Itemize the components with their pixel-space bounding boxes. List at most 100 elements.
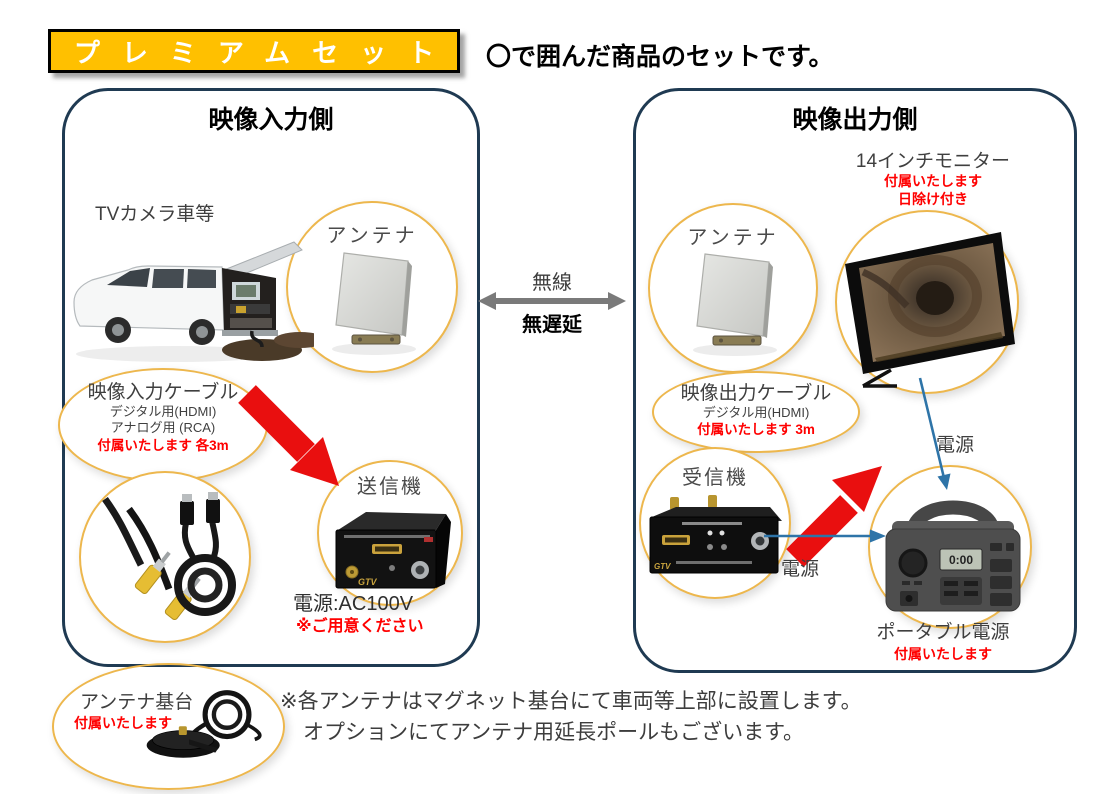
input-cable-included: 付属いたします 各3m bbox=[97, 437, 229, 453]
banner-title: プレミアムセット bbox=[73, 37, 457, 68]
van-bumper bbox=[222, 330, 278, 336]
transmitter-top bbox=[338, 512, 446, 530]
receiver-btn-1 bbox=[707, 544, 713, 550]
hdmi-lead-1 bbox=[181, 522, 198, 563]
power-usb-1 bbox=[944, 581, 958, 586]
antenna-bolt-4 bbox=[751, 338, 755, 343]
antenna-base-image bbox=[146, 690, 262, 758]
receiver-topline bbox=[682, 522, 742, 525]
input-cable-digital: デジタル用(HDMI) bbox=[109, 404, 217, 419]
van-window-1 bbox=[152, 269, 184, 288]
power-lcd-value: 0:00 bbox=[949, 553, 973, 567]
antenna-shadow-2 bbox=[693, 344, 777, 356]
cables-circle bbox=[79, 471, 251, 643]
input-cable-analog: アナログ用 (RCA) bbox=[110, 420, 216, 436]
van-windshield bbox=[107, 268, 150, 287]
transmitter-image: GTV bbox=[335, 512, 451, 589]
hdmi-coil-outer bbox=[174, 554, 236, 616]
output-cable-digital: デジタル用(HDMI) bbox=[702, 405, 810, 420]
transmitter-power-label: 電源:AC100V bbox=[293, 593, 414, 615]
antenna-mount bbox=[351, 334, 401, 345]
power-ac-outlet-2 bbox=[990, 576, 1012, 589]
receiver-front bbox=[649, 516, 779, 574]
footnote-line1: ※各アンテナはマグネット基台にて車両等上部に設置します。 bbox=[280, 690, 862, 713]
monitor-circle bbox=[835, 210, 1019, 394]
antenna-panel-edge bbox=[402, 261, 412, 337]
monitor-power-label: 電源 bbox=[936, 435, 975, 456]
antenna-mount-2 bbox=[712, 335, 762, 346]
receiver-led-1 bbox=[707, 530, 713, 536]
power-dc-out bbox=[898, 548, 928, 578]
hdmi-coil-inner bbox=[187, 567, 223, 603]
power-usb-3 bbox=[944, 591, 958, 596]
base-cable-coil-outer bbox=[202, 690, 252, 740]
transmitter-label: 送信機 bbox=[357, 476, 423, 498]
camera-van-image bbox=[73, 241, 314, 362]
output-cable-title: 映像出力ケーブル bbox=[680, 383, 832, 404]
input-antenna-label: アンテナ bbox=[326, 225, 418, 247]
output-panel-title: 映像出力側 bbox=[792, 106, 918, 134]
transmitter-logo: GTV bbox=[358, 577, 377, 587]
power-sw-2 bbox=[1006, 543, 1014, 551]
tunnel-debris bbox=[861, 268, 910, 309]
receiver-image: GTV bbox=[649, 495, 782, 574]
tunnel-water bbox=[875, 332, 1003, 362]
output-cable-included: 付属いたします 3m bbox=[697, 422, 815, 438]
input-cable-ellipse: 映像入力ケーブル デジタル用(HDMI) アナログ用 (RCA) 付属いたします… bbox=[58, 368, 268, 482]
input-cable-title: 映像入力ケーブル bbox=[87, 382, 239, 403]
antenna-base-ellipse: アンテナ基台 付属いたします bbox=[52, 663, 285, 790]
antenna-base-included: 付属いたします bbox=[74, 715, 172, 731]
power-lcd bbox=[939, 548, 983, 571]
hdmi-lead-2 bbox=[209, 520, 219, 561]
power-sw-1 bbox=[990, 543, 1002, 551]
receiver-logo: GTV bbox=[654, 562, 671, 571]
antenna-bolt-3 bbox=[719, 338, 723, 343]
receiver-antenna-conn-1 bbox=[670, 497, 679, 510]
output-antenna-circle: アンテナ bbox=[648, 203, 818, 373]
rca-cable-2 bbox=[126, 506, 173, 591]
transmitter-bnc-center bbox=[415, 565, 425, 575]
premium-set-banner: プレミアムセット bbox=[48, 29, 460, 73]
monitor-image bbox=[845, 232, 1015, 388]
van-rack-2 bbox=[230, 318, 272, 328]
manhole-2 bbox=[274, 332, 314, 348]
cables-image bbox=[102, 492, 236, 621]
receiver-circle: 受信機 GTV bbox=[639, 447, 791, 599]
power-ac-outlet-3 bbox=[990, 593, 1012, 606]
receiver-label: 受信機 bbox=[682, 467, 748, 489]
input-panel-title: 映像入力側 bbox=[208, 106, 334, 134]
van-cable bbox=[250, 330, 264, 348]
footnote-line2: オプションにてアンテナ用延長ポールもございます。 bbox=[303, 721, 805, 744]
output-antenna-image bbox=[693, 253, 777, 356]
receiver-led-2 bbox=[719, 530, 725, 536]
transmitter-hdmi-slot bbox=[375, 546, 399, 552]
receiver-btn-2 bbox=[721, 544, 727, 550]
monitor-included-note: 付属いたします bbox=[884, 173, 982, 189]
portable-power-included: 付属いたします bbox=[894, 646, 992, 662]
base-arm bbox=[189, 739, 219, 753]
rca-cable-1 bbox=[102, 496, 145, 567]
antenna-bolt-2 bbox=[390, 337, 394, 342]
receiver-hdmi-slot bbox=[665, 537, 687, 543]
van-wheel-front-hub bbox=[112, 324, 124, 336]
power-led-1 bbox=[902, 581, 910, 585]
transmitter-side bbox=[436, 514, 451, 588]
output-panel bbox=[633, 88, 1077, 673]
receiver-antenna-conn-2 bbox=[708, 495, 717, 508]
antenna-panel bbox=[335, 252, 409, 336]
output-antenna-label: アンテナ bbox=[687, 227, 779, 249]
power-usb-2 bbox=[964, 581, 978, 586]
base-cable-end bbox=[246, 723, 262, 742]
hdmi-plug-2 bbox=[206, 492, 220, 523]
transmitter-switch bbox=[389, 565, 395, 571]
base-cable-coil-inner bbox=[211, 699, 243, 730]
no-delay-label: 無遅延 bbox=[522, 314, 582, 336]
hdmi-plug-1 bbox=[180, 494, 194, 525]
antenna-base-title: アンテナ基台 bbox=[80, 692, 194, 713]
transmitter-red-tag bbox=[424, 537, 433, 542]
input-panel bbox=[62, 88, 480, 667]
camera-van-label: TVカメラ車等 bbox=[95, 204, 215, 225]
transmitter-topline bbox=[344, 535, 430, 538]
monitor-sunshade-note: 日除け付き bbox=[898, 191, 968, 207]
antenna-bolt-1 bbox=[358, 337, 362, 342]
